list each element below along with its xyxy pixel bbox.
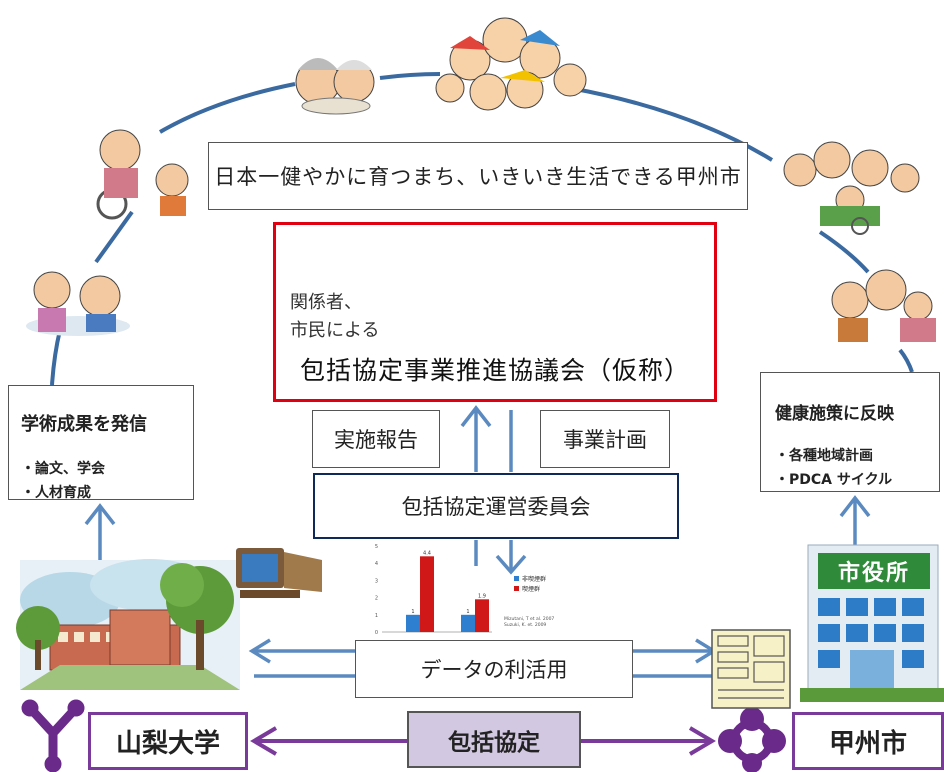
document-illustration	[711, 629, 791, 709]
city-label: 甲州市	[828, 728, 907, 759]
academic-bullet-2: ・人材育成	[21, 485, 91, 501]
chart-y-tick-label: 5	[375, 544, 378, 550]
city-hall-sign: 市役所	[818, 553, 930, 589]
university-label: 山梨大学	[115, 728, 220, 759]
chart-data-label: 1	[411, 609, 414, 615]
elderly-couple-tea-illustration	[295, 58, 375, 115]
data-utilization-label: データの利活用	[420, 658, 568, 682]
committee-label: 包括協定運営委員会	[401, 495, 591, 519]
chart-data-label: 1.9	[478, 593, 486, 599]
health-bullet-2: ・PDCA サイクル	[775, 472, 893, 488]
center-arrows	[460, 405, 527, 575]
agreement-box: 包括協定	[407, 711, 581, 768]
crowd-of-people-illustration	[435, 17, 587, 111]
university-box: 山梨大学	[88, 712, 248, 770]
chart-citation-1: Mizutani, T et al. 2007	[504, 616, 554, 622]
agreement-label: 包括協定	[448, 729, 540, 756]
health-arrow	[839, 495, 871, 545]
city-box: 甲州市	[792, 712, 944, 770]
committee-box: 包括協定運営委員会	[313, 473, 679, 539]
chart-y-tick-label: 0	[375, 630, 378, 636]
city-hall-illustration	[800, 544, 944, 702]
slogan-box: 日本一健やかに育つまち、いきいき生活できる甲州市	[208, 142, 748, 210]
wheelchair-family-illustration	[96, 129, 189, 220]
chart-legend-label: 喫煙群	[522, 585, 540, 593]
health-policy-box: 健康施策に反映 ・各種地域計画 ・PDCA サイクル	[760, 372, 940, 492]
chart-bar	[475, 599, 489, 632]
people-on-phone-illustration	[26, 271, 130, 336]
chart-data-label: 4.4	[423, 550, 431, 556]
university-logo-icon	[21, 699, 85, 772]
multigeneration-family-illustration	[783, 141, 920, 235]
council-name: 包括協定事業推進協議会（仮称）	[299, 356, 690, 385]
chart-data-label: 1	[466, 609, 469, 615]
plan-box: 事業計画	[540, 410, 670, 468]
chart-y-tick-label: 4	[375, 561, 378, 567]
chart-legend-label: 非喫煙群	[522, 575, 546, 583]
council-prefix-line1: 関係者、	[290, 292, 362, 313]
agreement-arrows	[250, 726, 716, 756]
city-hall-sign-text: 市役所	[837, 561, 910, 586]
elderly-and-baby-illustration	[831, 269, 936, 342]
academic-bullet-1: ・論文、学会	[21, 461, 105, 477]
report-box: 実施報告	[312, 410, 440, 468]
chart-y-tick-label: 3	[375, 578, 378, 584]
chart-bar	[420, 556, 434, 632]
slogan-text: 日本一健やかに育つまち、いきいき生活できる甲州市	[214, 165, 742, 189]
academic-outcome-box: 学術成果を発信 ・論文、学会 ・人材育成	[8, 385, 194, 501]
chart-y-tick-label: 2	[375, 596, 378, 602]
council-prefix: 関係者、 市民による	[290, 289, 379, 345]
chart-bar	[406, 614, 420, 632]
health-bullet-1: ・各種地域計画	[775, 448, 873, 464]
chart-legend-swatch	[514, 576, 519, 581]
chart-y-tick-label: 1	[375, 613, 378, 619]
city-emblem-icon	[718, 707, 786, 772]
computer-icon	[236, 548, 322, 598]
academic-title: 学術成果を発信	[21, 414, 147, 435]
data-utilization-box: データの利活用	[355, 640, 633, 698]
chart-bar	[461, 614, 475, 632]
chart-legend-swatch	[514, 586, 519, 591]
chart-citation-2: Suzuki, K. et. 2009	[504, 622, 546, 628]
data-arrows	[248, 638, 718, 678]
council-prefix-line2: 市民による	[290, 320, 380, 341]
university-campus-illustration	[16, 559, 240, 690]
plan-label: 事業計画	[563, 428, 647, 452]
council-box: 関係者、 市民による 包括協定事業推進協議会（仮称）	[273, 222, 717, 402]
report-label: 実施報告	[334, 428, 418, 452]
health-title: 健康施策に反映	[775, 404, 894, 424]
